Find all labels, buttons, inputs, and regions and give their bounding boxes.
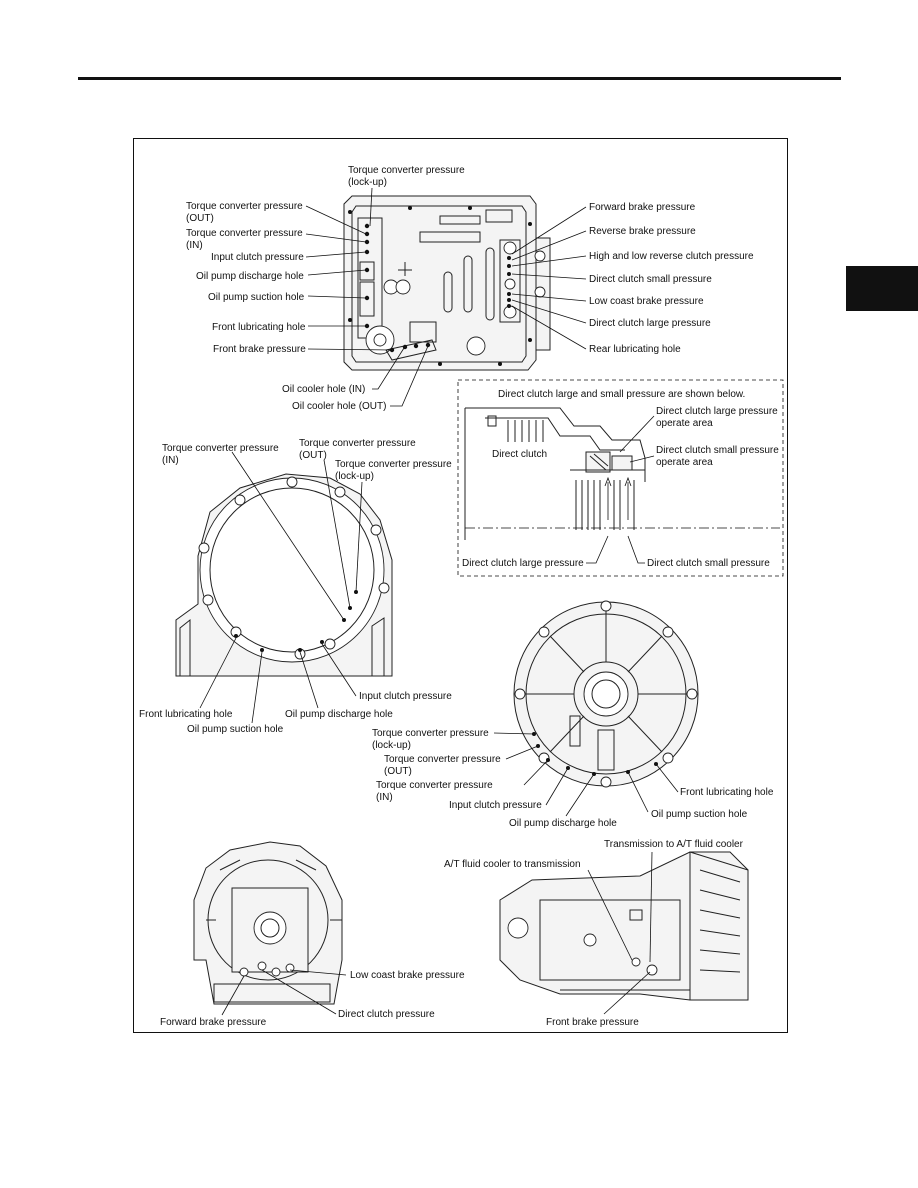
sv-trans-to-cooler-label: Transmission to A/T fluid cooler [604,839,744,850]
op-tc-in-label: Torque converter pressure(IN) [376,780,493,803]
header-rule [78,77,841,80]
op-tc-out-label: Torque converter pressure(OUT) [384,754,501,777]
rv-low-coast-label: Low coast brake pressure [350,970,465,981]
vb-low-coast-label: Low coast brake pressure [589,296,704,307]
vb-tc-lockup-label: Torque converter pressure(lock-up) [348,165,465,188]
dc-large-pressure-label: Direct clutch large pressure [462,558,584,569]
direct-clutch-cross-section [464,407,780,540]
oil-pump-side-illustration [513,600,699,788]
ch-input-clutch-label: Input clutch pressure [359,691,452,702]
ch-oil-pump-suction-label: Oil pump suction hole [187,724,284,735]
vb-oil-pump-discharge-label: Oil pump discharge hole [196,271,304,282]
vb-forward-brake-label: Forward brake pressure [589,202,696,213]
vb-oil-cooler-out-label: Oil cooler hole (OUT) [292,401,386,412]
op-oil-pump-suction-label: Oil pump suction hole [651,809,748,820]
valve-body-illustration [343,195,551,371]
vb-oil-pump-suction-label: Oil pump suction hole [208,292,305,303]
vb-high-low-reverse-label: High and low reverse clutch pressure [589,251,754,262]
op-oil-pump-discharge-label: Oil pump discharge hole [509,818,617,829]
ch-tc-in-label: Torque converter pressure(IN) [162,443,279,466]
ch-oil-pump-discharge-label: Oil pump discharge hole [285,709,393,720]
figure-frame [133,138,788,1033]
dc-note-label: Direct clutch large and small pressure a… [498,389,745,400]
vb-tc-in-label: Torque converter pressure(IN) [186,228,303,251]
op-input-clutch-label: Input clutch pressure [449,800,542,811]
vb-input-clutch-label: Input clutch pressure [211,252,304,263]
sv-cooler-to-trans-label: A/T fluid cooler to transmission [444,859,581,870]
op-front-lubricating-label: Front lubricating hole [680,787,774,798]
rv-forward-brake-label: Forward brake pressure [160,1017,267,1028]
section-tab-marker [846,266,918,311]
transmission-side-view-illustration [499,851,749,1001]
op-tc-lockup-label: Torque converter pressure(lock-up) [372,728,489,751]
direct-clutch-detail-box [457,379,784,577]
dc-direct-clutch-label: Direct clutch [492,449,547,460]
ch-front-lubricating-label: Front lubricating hole [139,709,233,720]
converter-housing-illustration [175,473,393,677]
vb-direct-large-label: Direct clutch large pressure [589,318,711,329]
ch-tc-out-label: Torque converter pressure(OUT) [299,438,416,461]
vb-oil-cooler-in-label: Oil cooler hole (IN) [282,384,365,395]
transmission-rear-view-illustration [193,841,343,1005]
vb-front-lubricating-label: Front lubricating hole [212,322,306,333]
vb-tc-out-label: Torque converter pressure(OUT) [186,201,303,224]
vb-reverse-brake-label: Reverse brake pressure [589,226,696,237]
vb-rear-lubricating-label: Rear lubricating hole [589,344,681,355]
sv-front-brake-label: Front brake pressure [546,1017,639,1028]
vb-direct-small-label: Direct clutch small pressure [589,274,712,285]
ch-tc-lockup-label: Torque converter pressure(lock-up) [335,459,452,482]
vb-front-brake-label: Front brake pressure [213,344,306,355]
dc-small-pressure-label: Direct clutch small pressure [647,558,770,569]
rv-direct-clutch-label: Direct clutch pressure [338,1009,435,1020]
